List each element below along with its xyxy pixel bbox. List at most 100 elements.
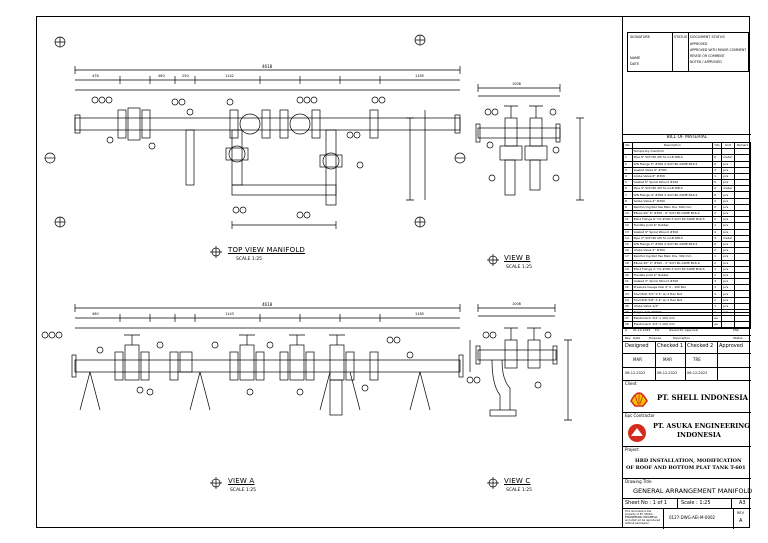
status-title: DOCUMENT STATUS [690,35,725,39]
top-view-label: TOP VIEW MANIFOLD [228,246,306,254]
status-revise: REVISE OR COMMENT [690,54,725,58]
view-label-marker-icon [210,246,222,258]
name-checked-1: MAR [663,357,672,362]
view-a-label: VIEW A [228,477,255,485]
drawing-title-block: Drawing Title GENERAL ARRANGEMENT MANIFO… [623,478,753,499]
view-marker-icon [44,152,56,164]
view-marker-icon [54,36,66,48]
name-checked-2: TRE [693,357,701,362]
dimension-text: 476 [92,74,99,78]
view-c-scale: SCALE 1:25 [506,488,532,493]
signature-label: SIGNATURE [630,35,651,39]
roles-row: Designed Checked 1 Checked 2 Approved [623,341,751,354]
client-label: Client [625,381,637,386]
date-checked-2: 06-12-2022 [687,371,708,375]
rev-label: REV [737,511,745,515]
role-approved: Approved [719,343,743,349]
client-block: Client PT. SHELL INDONESIA [623,380,751,413]
view-label-marker-icon [487,477,499,489]
view-marker-icon [414,34,426,46]
title-block: SIGNATURE NAME DATE STATUS DOCUMENT STAT… [622,16,753,529]
view-label-marker-icon [487,254,499,266]
rev-header: Status [733,336,743,340]
rev-value: A [739,518,743,524]
drawing-canvas [41,34,584,489]
project-label: Project [625,447,639,452]
view-marker-icon [54,216,66,228]
status-approved: APPROVED [690,42,708,46]
view-marker-icon [414,216,426,228]
bom-header-remark: Remark [734,141,751,150]
status-header: STATUS [674,35,688,39]
paper-size: A3 [739,500,746,506]
status-approved-minor: APPROVED WITH MINOR COMMENT [690,48,747,52]
date-designed: 06-12-2022 [625,371,646,375]
dimension-text: 480 [158,74,165,78]
contractor-block: Epc Contractor PT. ASUKA ENGINEERING IND… [623,412,751,447]
drawing-scale: Scale : 1:25 [681,500,711,506]
rev-header: Purpose [649,336,662,340]
contractor-name-line2: INDONESIA [677,431,721,439]
name-label: NAME [630,56,641,60]
bom-title: BILL OF MATERIAL [666,135,708,140]
role-checked-2: Checked 2 [687,343,714,349]
sheet-scale-row: Sheet No : 1 of 1 Scale : 1:25 A3 [623,498,751,509]
view-c-label: VIEW C [504,477,531,485]
dimension-text: 4618 [262,302,273,307]
dimension-text: 4618 [262,64,273,69]
dimension-text: 1165 [415,74,424,78]
project-block: Project HRD INSTALLATION, MODIFICATION O… [623,446,751,479]
rev-purpose-cell: For [655,328,660,332]
role-checked-1: Checked 1 [657,343,684,349]
dates-row: 06-12-2022 06-12-2022 06-12-2022 [623,367,751,382]
contractor-label: Epc Contractor [625,413,655,418]
rev-header: Description [673,336,691,340]
project-line1: HRD INSTALLATION, MODIFICATION [635,458,742,464]
drawing-title: GENERAL ARRANGEMENT MANIFOLD [633,487,753,495]
client-name: PT. SHELL INDONESIA [657,393,749,402]
project-line2: OF ROOF AND BOTTOM PLAT TANK T-601 [626,465,746,471]
shell-logo-icon [630,392,648,407]
role-designed: Designed [625,343,649,349]
revision-headers: Rev Date Purpose Description Status [623,335,751,342]
drawing-number-row: This document is the property of PT. ASU… [623,508,751,529]
dimension-text: 250 [182,74,189,78]
dimension-text: 1143 [225,312,234,316]
rev-cell: A [625,328,628,332]
view-label-marker-icon [210,477,222,489]
date-checked-1: 06-12-2022 [657,371,678,375]
document-status-block: SIGNATURE NAME DATE STATUS DOCUMENT STAT… [627,32,749,72]
rev-header: Date [633,336,641,340]
view-a-scale: SCALE 1:25 [230,488,256,493]
approval-block: A 21-12-2022 For Issued for Approval FAR… [623,312,751,381]
contractor-name-line1: PT. ASUKA ENGINEERING [653,422,750,430]
bom-cell: Blind Flange 6" CS #300 X SCH 80 ASME B1… [631,216,714,224]
sheet-number: Sheet No : 1 of 1 [625,500,668,506]
view-b-scale: SCALE 1:25 [506,265,532,270]
dimension-text: 1165 [415,312,424,316]
ownership-note: This document is the property of PT. ASU… [625,510,661,525]
view-marker-icon [454,152,466,164]
rev-header: Rev [625,336,631,340]
name-designed: MAR [633,357,642,362]
revision-row: A 21-12-2022 For Issued for Approval FAR [623,327,751,336]
dimension-text: 1008 [512,82,521,86]
bom-cell: Blind Flange 2" CS #300 X SCH 80 ASME B1… [631,265,714,273]
view-b-label: VIEW B [504,254,531,262]
date-label: DATE [630,62,640,66]
status-noted: NOTED / APPROVED [690,60,722,64]
names-row: MAR MAR TRE [623,353,751,368]
drawing-title-label: Drawing Title [625,479,652,484]
bill-of-material: BILL OF MATERIAL No. Description Qty Uni… [623,134,751,329]
asuka-logo-icon [628,424,646,442]
drawing-number: 0127-DWG-AEI-M-0002 [669,515,716,520]
bom-table: No. Description Qty Unit Remark Temporar… [623,141,751,329]
dimension-text: 1142 [225,74,234,78]
top-view-scale: SCALE 1:25 [236,257,262,262]
rev-status-cell: FAR [733,328,739,332]
dimension-text: 480 [92,312,99,316]
rev-description-cell: Issued for Approval [669,328,699,332]
rev-date-cell: 21-12-2022 [633,328,651,332]
dimension-text: 1008 [512,302,521,306]
